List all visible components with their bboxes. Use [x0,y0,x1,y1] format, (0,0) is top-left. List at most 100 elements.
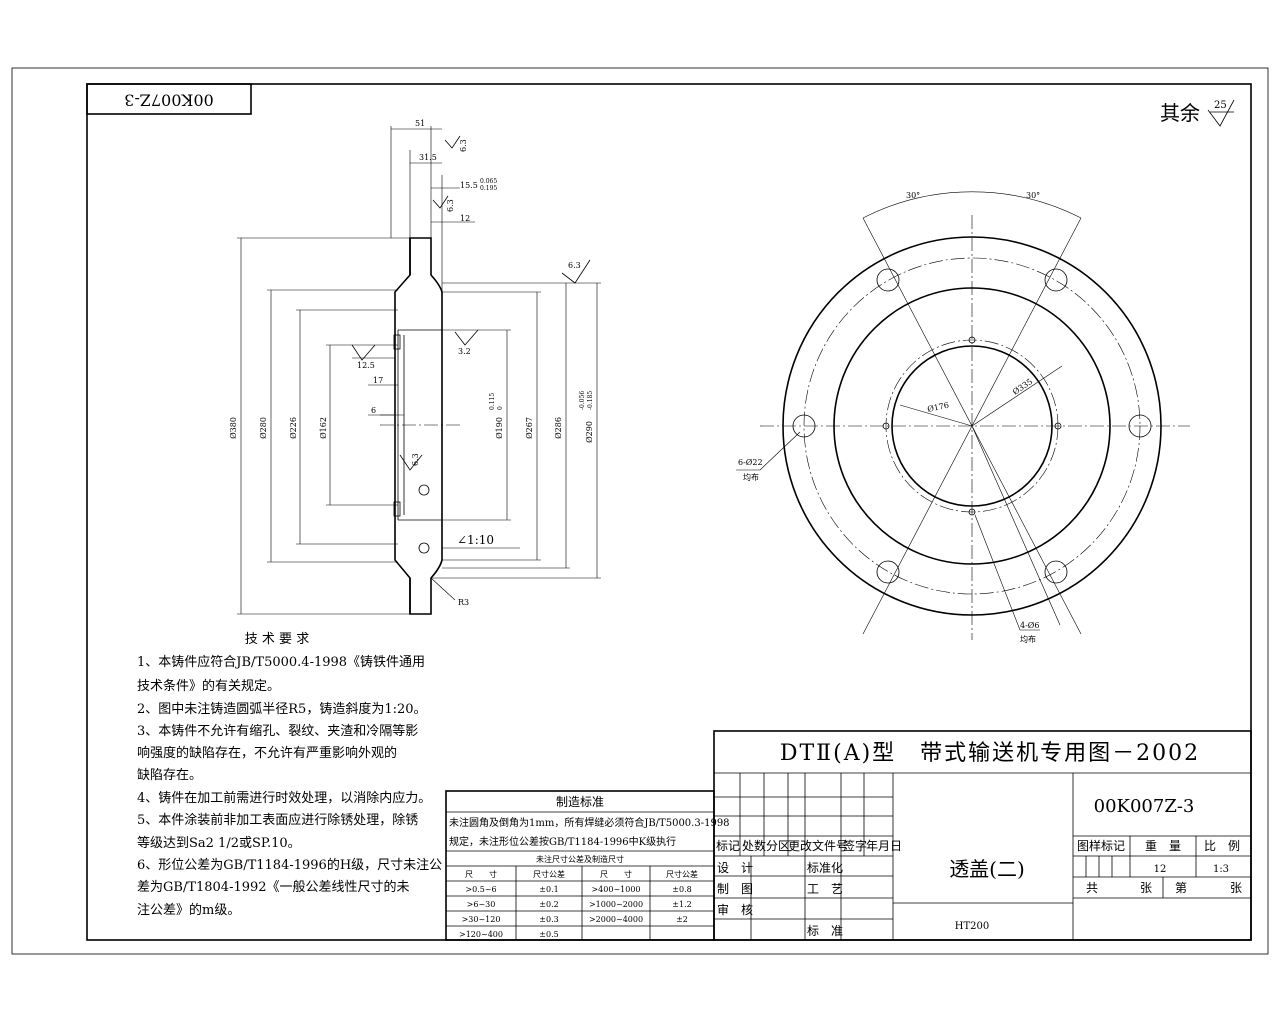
mfg-cell: >1000~2000 [589,900,643,909]
rev-header: 标记 [716,839,740,853]
weight-value: 12 [1154,864,1167,875]
holes-note: 均布 [743,472,759,482]
requirements-title: 技 术 要 求 [245,632,309,647]
req-line: 5、本件涂装前非加工表面应进行除锈处理，除锈 [137,812,418,828]
sheet-label: 第 [1175,881,1187,895]
mfg-note-1: 未注圆角及倒角为1mm，所有焊缝必须符合JB/T5000.3-1998 [449,816,730,829]
mfg-cell: >120~400 [459,930,503,939]
mfg-cell: ±0.2 [539,900,558,909]
rev-header: 处数 [742,838,766,853]
dim-d380: Ø380 [229,417,238,439]
mfg-header: 尺寸公差 [666,869,698,879]
role-label: 标准化 [807,861,843,875]
holes-label: 6-Ø22 [738,458,763,467]
role-label: 制 图 [717,882,753,896]
dim-6: 6 [371,406,376,415]
req-line: 等级达到Sa2 1/2或SP.10。 [137,835,301,851]
mfg-cell: ±0.8 [672,885,691,894]
roughness-6-3-c: 6.3 [568,261,581,270]
dim-12: 12 [460,214,470,223]
dim-d190: Ø190 [495,417,504,439]
req-line: 技术条件》的有关规定。 [137,678,280,694]
mfg-table-title: 未注尺寸公差及制造尺寸 [536,854,624,864]
mfg-header: 尺 寸 [600,869,632,879]
dim-31-5: 31.5 [419,153,437,162]
small-holes-note: 均布 [1020,634,1036,644]
role-label: 审 核 [717,902,753,917]
mfg-cell: ±0.1 [539,885,558,894]
roughness-6-3-a: 6.3 [459,139,468,152]
angle-right: 30° [1026,191,1040,200]
mfg-cell: ±1.2 [672,900,691,909]
mfg-cell: >6~30 [467,900,496,909]
dim-d290-tol-lower: -0.185 [587,391,594,410]
dim-d280: Ø280 [259,417,268,439]
col-label: 重 量 [1145,839,1181,853]
sheet-label: 张 [1140,881,1152,895]
bolt-hole-icon [792,414,816,438]
flange-mid-circle [833,287,1111,565]
section-hole-icon [418,484,430,496]
dia-inner-label: Ø176 [927,401,950,414]
rev-header: 签字 [843,838,867,853]
sheet-label: 张 [1230,881,1242,895]
small-hole-icon [968,336,976,344]
req-line: 2、图中未注铸造圆弧半径R5，铸造斜度为1:20。 [137,701,427,717]
roughness-rest-label: 其余 [1160,101,1200,125]
roughness-symbol-icon [1207,99,1235,127]
mfg-header: 尺 寸 [465,869,497,879]
mfg-cell: >30~120 [462,915,501,924]
rotated-number-box [86,83,252,115]
mfg-cell: >2000~4000 [589,915,643,924]
req-line: 响强度的缺陷存在，不允许有严重影响外观的 [137,745,397,761]
scale-value: 1:3 [1213,864,1229,875]
req-line: 3、本铸件不允许有缩孔、裂纹、夹渣和冷隔等影 [137,723,418,739]
taper-label: ∠1:10 [457,533,494,547]
mfg-cell: ±2 [676,915,688,924]
small-holes-label: 4-Ø6 [1020,621,1039,630]
mfg-title: 制造标准 [556,795,604,809]
dim-d190-tol-lower: 0 [497,406,504,410]
dim-d162: Ø162 [319,417,328,439]
dim-15-5: 15.5 [460,181,478,190]
roughness-6-3-b: 6.3 [446,199,455,212]
roughness-12-5: 12.5 [357,361,375,370]
series-title: DTⅡ(A)型 带式输送机专用图－2002 [780,741,1200,766]
dim-15-5-tol-lower: 0.195 [480,185,497,192]
flange-outer-circle [782,236,1162,616]
rotated-drawing-number: 00K007Z-3 [124,91,214,110]
req-line: 1、本铸件应符合JB/T5000.4-1998《铸铁件通用 [137,654,425,670]
angle-left: 30° [906,191,920,200]
outer-frame [11,67,1269,955]
mfg-cell: >0.5~6 [465,885,496,894]
section-outline [394,237,443,615]
mfg-note-2: 规定，未注形位公差按GB/T1184-1996中K级执行 [449,835,676,848]
dim-d286: Ø286 [554,417,563,439]
roughness-rest-value: 25 [1214,100,1227,111]
sheet-label: 共 [1086,881,1098,895]
dim-15-5-tol-upper: 0.065 [480,178,497,185]
req-line: 差为GB/T1804-1992《一般公差线性尺寸的未 [137,879,410,895]
dim-d226: Ø226 [289,417,298,439]
technical-requirements: 技 术 要 求 1、本铸件应符合JB/T5000.4-1998《铸铁件通用 技术… [137,632,442,918]
roughness-6-3-d: 6.3 [411,453,420,466]
mfg-cell: >400~1000 [591,885,640,894]
radius-label: R3 [458,598,469,607]
dim-17: 17 [373,376,383,385]
role-label: 设 计 [717,861,753,875]
front-view: 30° 30° Ø176 Ø335 6-Ø22 均布 4-Ø6 均布 [736,191,1190,644]
dim-d290-tol-upper: -0.056 [579,391,586,410]
bore-circle [891,345,1053,507]
dim-d290: Ø290 [585,421,594,443]
roughness-icon [444,135,461,149]
mfg-standard-table: 制造标准 未注圆角及倒角为1mm，所有焊缝必须符合JB/T5000.3-1998… [445,790,730,941]
req-line: 6、形位公差为GB/T1184-1996的H级，尺寸未注公 [137,857,442,873]
role-label: 标 准 [807,924,843,938]
mfg-cell: ±0.3 [539,915,558,924]
section-view: 51 31.5 15.5 0.065 0.195 12 6.3 6.3 6.3 … [229,119,601,615]
bolt-pcd [803,257,1141,595]
small-hole-pcd [885,339,1059,513]
title-block: DTⅡ(A)型 带式输送机专用图－2002 标记 处数 分区 更改文件号 签字 … [713,730,1252,941]
dim-d190-tol-upper: 0.115 [489,393,496,410]
